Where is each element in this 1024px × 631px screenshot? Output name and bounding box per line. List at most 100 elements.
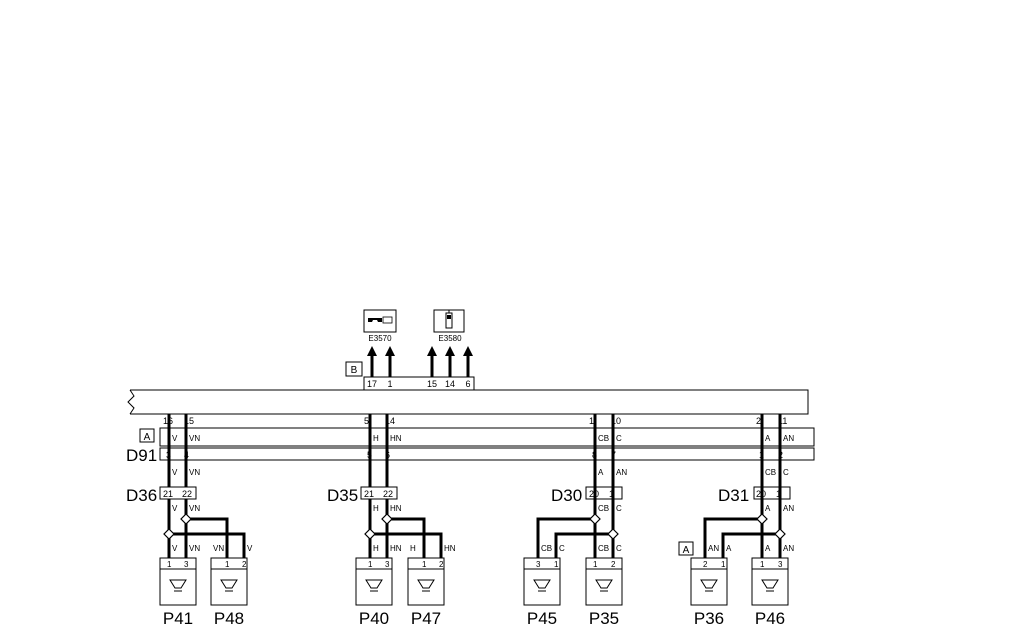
splice-node-icon bbox=[589, 513, 601, 525]
inline-connector bbox=[360, 486, 398, 500]
splice-node-icon bbox=[774, 528, 786, 540]
device-code: E3580 bbox=[438, 334, 462, 343]
speaker-pin-label: 3 bbox=[778, 560, 783, 569]
splice-node-icon bbox=[607, 528, 619, 540]
a-pin-label: 16 bbox=[163, 416, 173, 426]
a-pin-label: 10 bbox=[611, 416, 621, 426]
speaker-connector bbox=[159, 557, 197, 570]
arrow-icon bbox=[367, 346, 377, 356]
wire-color-label: V bbox=[172, 504, 178, 513]
speaker-pin-label: 1 bbox=[167, 560, 172, 569]
speaker-connector bbox=[751, 557, 789, 570]
wire-color-label: HN bbox=[390, 544, 402, 553]
wire-color-label: HN bbox=[390, 504, 402, 513]
wire-color-label: A bbox=[598, 468, 604, 477]
a-pin-label: 2 bbox=[756, 416, 761, 426]
speaker-connector bbox=[585, 557, 623, 570]
wire-color-label: H bbox=[410, 544, 416, 553]
d91-pin-label: 6 bbox=[385, 450, 390, 460]
wire-color-label: A bbox=[765, 434, 771, 443]
device-code: E3570 bbox=[368, 334, 392, 343]
speaker-icon bbox=[533, 579, 551, 592]
wire-color-label: VN bbox=[189, 504, 200, 513]
wire-color-label: C bbox=[616, 434, 622, 443]
wire-color-label: A bbox=[765, 504, 771, 513]
wire-color-label: C bbox=[616, 504, 622, 513]
speaker-box bbox=[690, 568, 728, 606]
d30-label: D30 bbox=[551, 486, 582, 505]
speaker-name: P41 bbox=[163, 609, 193, 628]
speaker-box bbox=[523, 568, 561, 606]
inline-connector bbox=[159, 486, 197, 500]
arrow-icon bbox=[427, 346, 437, 356]
a-pin-label: 15 bbox=[184, 416, 194, 426]
inline-connector-pin: 22 bbox=[182, 489, 192, 499]
speaker-icon bbox=[169, 579, 187, 592]
wire-color-label: C bbox=[559, 544, 565, 553]
speaker-pin-label: 1 bbox=[422, 560, 427, 569]
connector-b-label: B bbox=[351, 365, 358, 376]
a-connector-tag bbox=[139, 428, 155, 443]
wire bbox=[703, 517, 762, 558]
speaker-pin-label: 1 bbox=[225, 560, 230, 569]
speaker-pin-label: 1 bbox=[760, 560, 765, 569]
wire-color-label: AN bbox=[708, 544, 719, 553]
wire-color-label: H bbox=[373, 544, 379, 553]
d36-label: D36 bbox=[126, 486, 157, 505]
speaker-pin-label: 2 bbox=[611, 560, 616, 569]
wire-color-label: AN bbox=[783, 544, 794, 553]
wire-color-label: CB bbox=[541, 544, 552, 553]
wire-color-label: VN bbox=[189, 468, 200, 477]
a-pin-label: 11 bbox=[778, 416, 787, 426]
speaker-name: P47 bbox=[411, 609, 441, 628]
arrow-icon bbox=[463, 346, 473, 356]
speaker-box bbox=[159, 568, 197, 606]
device-e3570: E3570 bbox=[363, 309, 397, 343]
speaker-name: P36 bbox=[694, 609, 724, 628]
arrow-icon bbox=[445, 346, 455, 356]
speaker-icon bbox=[761, 579, 779, 592]
wire-color-label: H bbox=[373, 504, 379, 513]
a-pin-label: 5 bbox=[364, 416, 369, 426]
speaker-name: P48 bbox=[214, 609, 244, 628]
wire-color-label: VN bbox=[189, 544, 200, 553]
wire-color-label: V bbox=[172, 544, 178, 553]
wire-color-label: C bbox=[616, 544, 622, 553]
splice-node-icon bbox=[756, 513, 768, 525]
wire-color-label: CB bbox=[598, 504, 609, 513]
connector-b-pin: 14 bbox=[445, 379, 455, 389]
speaker-pin-label: 3 bbox=[385, 560, 390, 569]
wire-color-label: C bbox=[783, 468, 789, 477]
speaker-icon bbox=[220, 579, 238, 592]
connector-b-pin: 1 bbox=[387, 379, 392, 389]
speaker-box bbox=[210, 568, 248, 606]
splice-node-icon bbox=[364, 528, 376, 540]
speaker-name: P35 bbox=[589, 609, 619, 628]
a-connector-strip bbox=[159, 427, 815, 447]
speaker-pin-label: 3 bbox=[184, 560, 189, 569]
speaker-box bbox=[355, 568, 393, 606]
inline-connector-pin: 22 bbox=[383, 489, 393, 499]
wire-color-label: A bbox=[726, 544, 732, 553]
d35-label: D35 bbox=[327, 486, 358, 505]
wire-color-label: VN bbox=[213, 544, 224, 553]
wire-color-label: HN bbox=[390, 434, 402, 443]
d91-strip bbox=[159, 447, 815, 461]
wire-color-label: V bbox=[172, 434, 178, 443]
d91-pin-label: 3 bbox=[166, 450, 171, 460]
wire-color-label: V bbox=[172, 468, 178, 477]
speaker-pin-label: 2 bbox=[703, 560, 708, 569]
connector-b-pin: 15 bbox=[427, 379, 437, 389]
a-connector-label: A bbox=[144, 432, 151, 443]
connector-b-pin: 6 bbox=[465, 379, 470, 389]
p36-side-label: A bbox=[683, 545, 690, 556]
output-arrows bbox=[367, 346, 473, 377]
wire-color-label: CB bbox=[765, 468, 776, 477]
speaker-box bbox=[585, 568, 623, 606]
wire-color-label: CB bbox=[598, 434, 609, 443]
wire-color-label: VN bbox=[189, 434, 200, 443]
speaker-pin-label: 2 bbox=[242, 560, 247, 569]
speaker-name: P40 bbox=[359, 609, 389, 628]
